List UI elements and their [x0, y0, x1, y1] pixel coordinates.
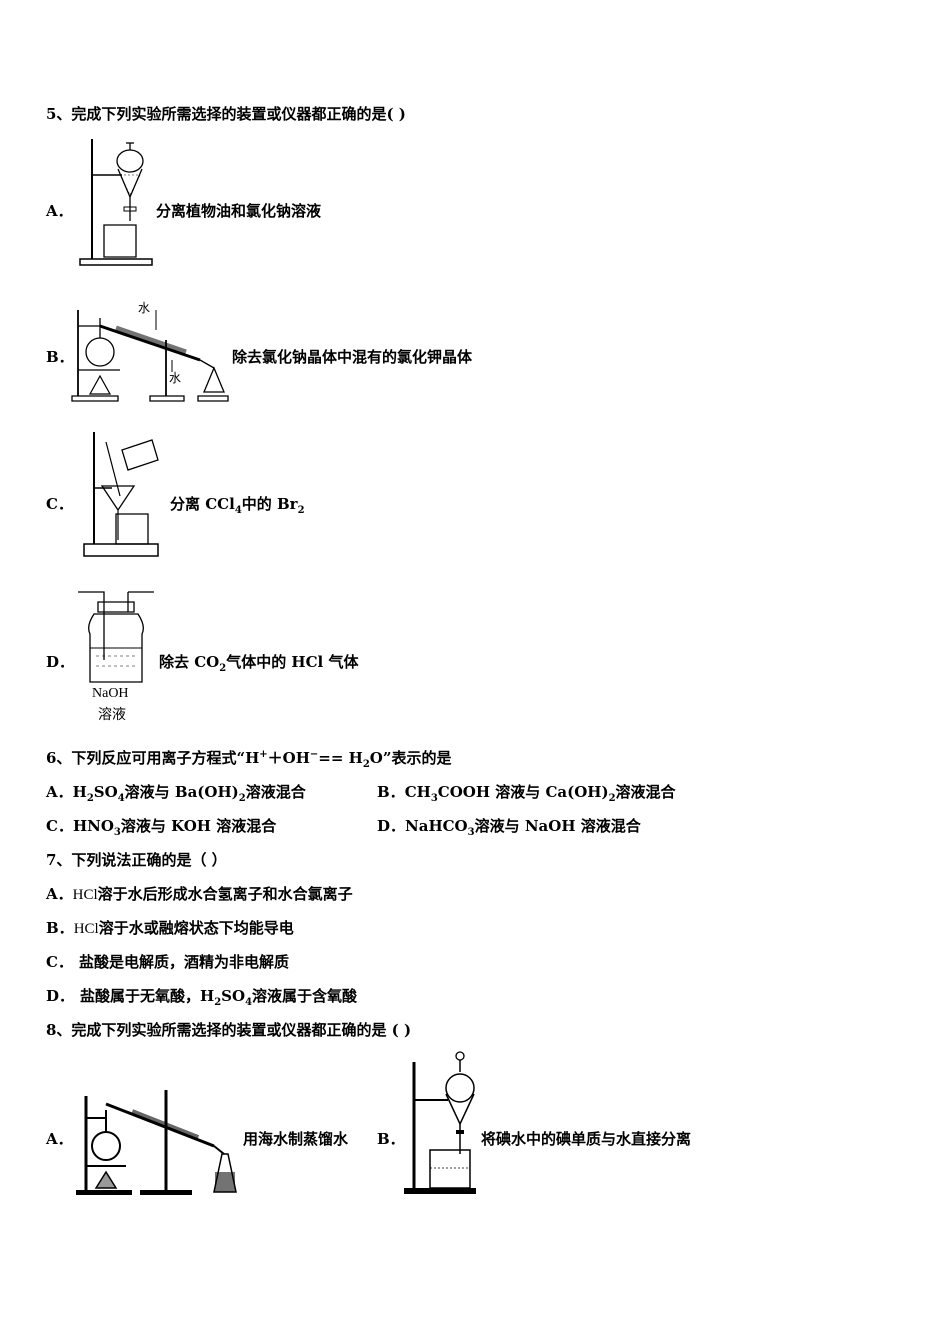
q7-option-a: A．HCl溶于水后形成水合氢离子和水合氯离子 — [46, 883, 353, 904]
q7-option-d-text-mid: SO — [221, 987, 246, 1005]
q6-option-d-p1: NaHCO — [405, 817, 468, 835]
q6-option-c-p1: HNO — [72, 817, 114, 835]
q7-option-d-text-pre: 盐酸属于无氧酸，H — [80, 987, 215, 1005]
q5-stem: 5、完成下列实验所需选择的装置或仪器都正确的是( ) — [46, 105, 406, 123]
q5-figure-water-out-label: 水 — [169, 371, 182, 385]
q7-option-d: D． 盐酸属于无氧酸，H2SO4溶液属于含氧酸 — [46, 985, 357, 1008]
q7-stem: 7、下列说法正确的是（ ） — [46, 851, 227, 869]
q6-stem-sub1: 2 — [362, 759, 370, 770]
q6-option-a-p1: H — [72, 783, 87, 801]
q6-option-b-p2: COOH 溶液与 Ca(OH) — [437, 783, 609, 801]
q7-option-a-text: 溶于水后形成水合氢离子和水合氯离子 — [97, 885, 353, 903]
q8-option-b-label: B． — [377, 1130, 405, 1148]
q7-option-d-text-post: 溶液属于含氧酸 — [252, 987, 358, 1005]
q6-stem-sup1: + — [259, 749, 268, 760]
q7-option-a-code: HCl — [72, 887, 98, 903]
q6-stem-mid1: ＋OH — [267, 749, 310, 767]
q7-option-b-text: 溶于水或融熔状态下均能导电 — [98, 919, 294, 937]
q7-option-b-label: B． — [46, 919, 74, 937]
q5-option-b-text: 除去氯化钠晶体中混有的氯化钾晶体 — [232, 348, 473, 366]
q6-stem-sup2: − — [309, 749, 319, 760]
q6-stem: 6、下列反应可用离子方程式“H+＋OH−== H2O”表示的是 — [46, 747, 451, 770]
q6-option-a-p2: SO — [93, 783, 118, 801]
q6-option-d: D．NaHCO3溶液与 NaOH 溶液混合 — [377, 815, 641, 838]
q6-option-a-p4: 溶液混合 — [245, 783, 306, 801]
q6-option-b: B．CH3COOH 溶液与 Ca(OH)2溶液混合 — [377, 781, 676, 804]
q8-option-a-text: 用海水制蒸馏水 — [243, 1130, 349, 1148]
q6-option-c: C．HNO3溶液与 KOH 溶液混合 — [46, 815, 276, 838]
q5-option-c-text-pre: 分离 CCl — [170, 495, 235, 513]
q8-figure-separatory-funnel — [404, 1050, 476, 1194]
q7-option-d-s2: 4 — [245, 997, 253, 1008]
q5-option-c-text-mid: 中的 Br — [241, 495, 298, 513]
q5-figure-water-in-label: 水 — [138, 301, 151, 315]
q5-option-d-sub1: 2 — [219, 663, 227, 674]
q5-figure-filtration — [80, 430, 170, 562]
q7-option-b: B．HCl溶于水或融熔状态下均能导电 — [46, 917, 294, 938]
q6-option-a-s3: 2 — [238, 793, 246, 804]
q6-stem-mid2: == H — [318, 749, 363, 767]
q6-option-a-label: A． — [46, 783, 73, 801]
q6-option-c-s1: 3 — [113, 827, 121, 838]
q5-figure-gas-washing-bottle — [76, 586, 158, 686]
q5-option-c-sub1: 4 — [234, 505, 242, 516]
q8-option-b-text: 将碘水中的碘单质与水直接分离 — [481, 1130, 692, 1148]
q5-option-d-text: 除去 CO2气体中的 HCl 气体 — [159, 651, 358, 674]
q6-option-b-label: B． — [377, 783, 405, 801]
q5-figure-naoh-label: NaOH — [92, 686, 129, 701]
q5-figure-separatory-funnel — [74, 135, 158, 267]
q6-option-b-s1: 3 — [430, 793, 438, 804]
q8-option-a-label: A． — [46, 1130, 73, 1148]
q5-option-a-text: 分离植物油和氯化钠溶液 — [156, 202, 322, 220]
q7-option-b-code: HCl — [73, 921, 99, 937]
q6-stem-pre: 6、下列反应可用离子方程式“H — [46, 749, 260, 767]
q5-option-c-label: C． — [46, 495, 73, 513]
q6-option-c-p2: 溶液与 KOH 溶液混合 — [120, 817, 277, 835]
q5-option-a-label: A． — [46, 202, 73, 220]
q7-option-a-label: A． — [46, 885, 73, 903]
q6-option-a-s2: 4 — [117, 793, 125, 804]
q6-option-d-label: D． — [377, 817, 406, 835]
q6-option-b-p3: 溶液混合 — [615, 783, 676, 801]
q7-option-d-s1: 2 — [214, 997, 222, 1008]
q6-option-a: A．H2SO4溶液与 Ba(OH)2溶液混合 — [46, 781, 306, 804]
q5-option-d-text-post: 气体中的 HCl 气体 — [226, 653, 359, 671]
q5-option-d-text-pre: 除去 CO — [159, 653, 220, 671]
q6-option-b-s2: 2 — [608, 793, 616, 804]
q7-option-d-label: D． — [46, 987, 75, 1005]
q6-option-c-label: C． — [46, 817, 73, 835]
q5-option-c-sub2: 2 — [297, 505, 305, 516]
q6-option-d-s1: 3 — [467, 827, 475, 838]
q6-option-a-s1: 2 — [86, 793, 94, 804]
q7-option-c: C． 盐酸是电解质，酒精为非电解质 — [46, 951, 289, 972]
q6-stem-post: O”表示的是 — [369, 749, 452, 767]
q5-option-d-label: D． — [46, 653, 75, 671]
q5-option-b-label: B． — [46, 348, 74, 366]
q6-option-b-p1: CH — [404, 783, 431, 801]
q7-option-c-label: C． — [46, 953, 73, 971]
q7-option-c-text: 盐酸是电解质，酒精为非电解质 — [78, 953, 289, 971]
q6-option-d-p2: 溶液与 NaOH 溶液混合 — [474, 817, 641, 835]
q6-option-a-p3: 溶液与 Ba(OH) — [124, 783, 239, 801]
q8-stem: 8、完成下列实验所需选择的装置或仪器都正确的是 ( ) — [46, 1021, 412, 1039]
q5-option-c-text: 分离 CCl4中的 Br2 — [170, 493, 305, 516]
q5-figure-distillation — [70, 300, 230, 404]
q5-figure-solution-label: 溶液 — [98, 707, 126, 723]
q8-figure-distillation — [76, 1080, 242, 1195]
